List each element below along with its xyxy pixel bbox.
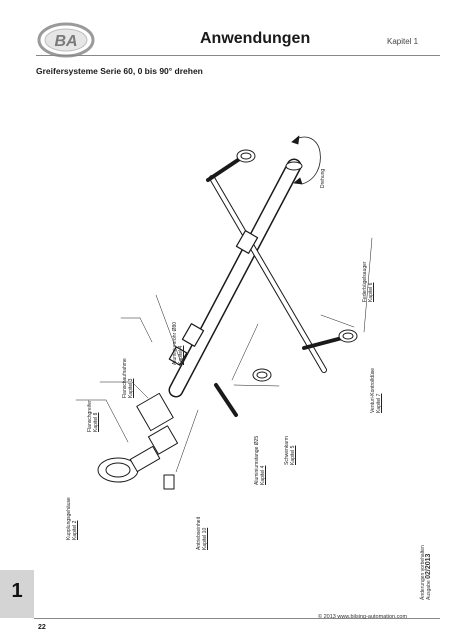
label-federbuegel: Federbügelsauger Kapitel 6 [362,261,374,302]
suction-cup-lower [252,368,272,382]
rotation-arrow [291,135,321,185]
suction-cup-right [338,329,358,343]
edition-prefix: Ausgabe [426,578,432,600]
page-title: Anwendungen [200,30,311,47]
logo-letters: BA [54,33,77,50]
suction-cup-top [236,149,256,163]
chapter-label: Kapitel 1 [387,37,419,46]
drawing-svg [75,135,373,490]
gripper-system-drawing: Flanschgreifer Kapitel 8 Flanschaufnahme… [36,80,440,610]
edition-date: 02/2013 [425,553,432,579]
edition-notice: Änderungen vorbehalten Ausgabe 02/2013 [420,545,432,600]
header-rule [36,55,440,56]
lower-rod [214,336,344,417]
tube-clamps [168,230,259,366]
label-flanschaufnahme: Flanschaufnahme Kapitel 3 [122,358,134,398]
section-subtitle: Greifersysteme Serie 60, 0 bis 90° drehe… [36,66,203,76]
leader-lines [75,237,373,473]
footer-rule [34,618,440,619]
copyright-notice: © 2013 www.bilsing-automation.com [318,614,408,620]
label-venturi: Venturi-Kontrolldüse Kapitel 7 [370,367,382,413]
company-logo: BA [37,22,95,58]
chapter-tab-number: 1 [11,580,23,602]
main-aluminium-tube [168,158,303,398]
drive-assembly [97,392,179,490]
label-aluminiumstange: Aluminiumstange Ø25 Kapitel 4 [254,435,266,485]
chapter-side-tab [0,570,34,618]
label-aluminiumrohr: Aluminiumrohr Ø80 Kapitel 4 [172,321,184,365]
label-schwenkarm: Schwenkarm Kapitel 5 [284,436,296,465]
label-kupplungsgehaeuse: Kupplungsgehäuse Kapitel 2 [66,497,78,540]
page-number: 22 [38,624,46,631]
cross-bar [209,175,327,373]
label-flanschgreifer: Flanschgreifer Kapitel 8 [87,400,99,432]
upper-rod [206,156,243,182]
label-drehung: Drehung [320,168,326,188]
label-antriebseinheit: Antriebseinheit Kapitel 10 [196,516,208,550]
